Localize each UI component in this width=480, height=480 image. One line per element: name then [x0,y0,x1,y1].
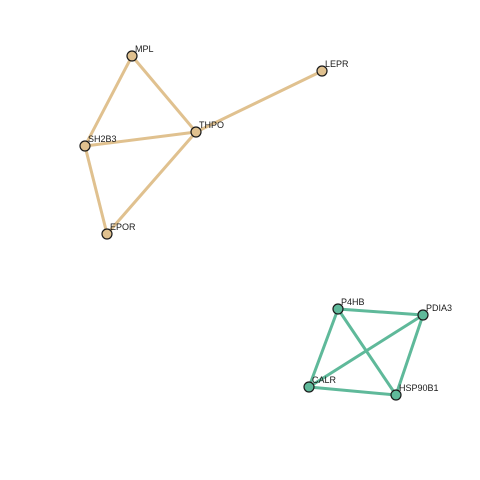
edge-sh2b3-thpo [83,130,198,148]
edge-mpl-thpo [130,54,198,134]
edge-thpo-lepr [194,69,324,134]
edge-thpo-epor [105,130,198,236]
edge-sh2b3-epor [83,144,109,236]
edge-mpl-sh2b3 [83,54,134,148]
node-calr[interactable] [303,381,315,393]
node-label-hsp90b1: HSP90B1 [399,383,439,393]
node-label-p4hb: P4HB [341,297,365,307]
edge-pdia3-hsp90b1 [394,313,425,397]
node-thpo[interactable] [190,126,202,138]
edge-pdia3-calr [307,313,425,389]
node-label-thpo: THPO [199,120,224,130]
edge-calr-hsp90b1 [307,385,398,397]
node-hsp90b1[interactable] [390,389,402,401]
edge-p4hb-pdia3 [336,307,425,317]
node-mpl[interactable] [126,50,138,62]
node-epor[interactable] [101,228,113,240]
node-label-pdia3: PDIA3 [426,303,452,313]
node-sh2b3[interactable] [79,140,91,152]
nodes-layer [79,50,429,401]
node-label-calr: CALR [312,375,337,385]
node-label-epor: EPOR [110,222,136,232]
edges-layer [83,54,425,397]
edge-p4hb-calr [307,307,340,389]
node-lepr[interactable] [316,65,328,77]
node-label-sh2b3: SH2B3 [88,134,117,144]
node-label-mpl: MPL [135,44,154,54]
node-pdia3[interactable] [417,309,429,321]
node-p4hb[interactable] [332,303,344,315]
node-label-lepr: LEPR [325,59,349,69]
